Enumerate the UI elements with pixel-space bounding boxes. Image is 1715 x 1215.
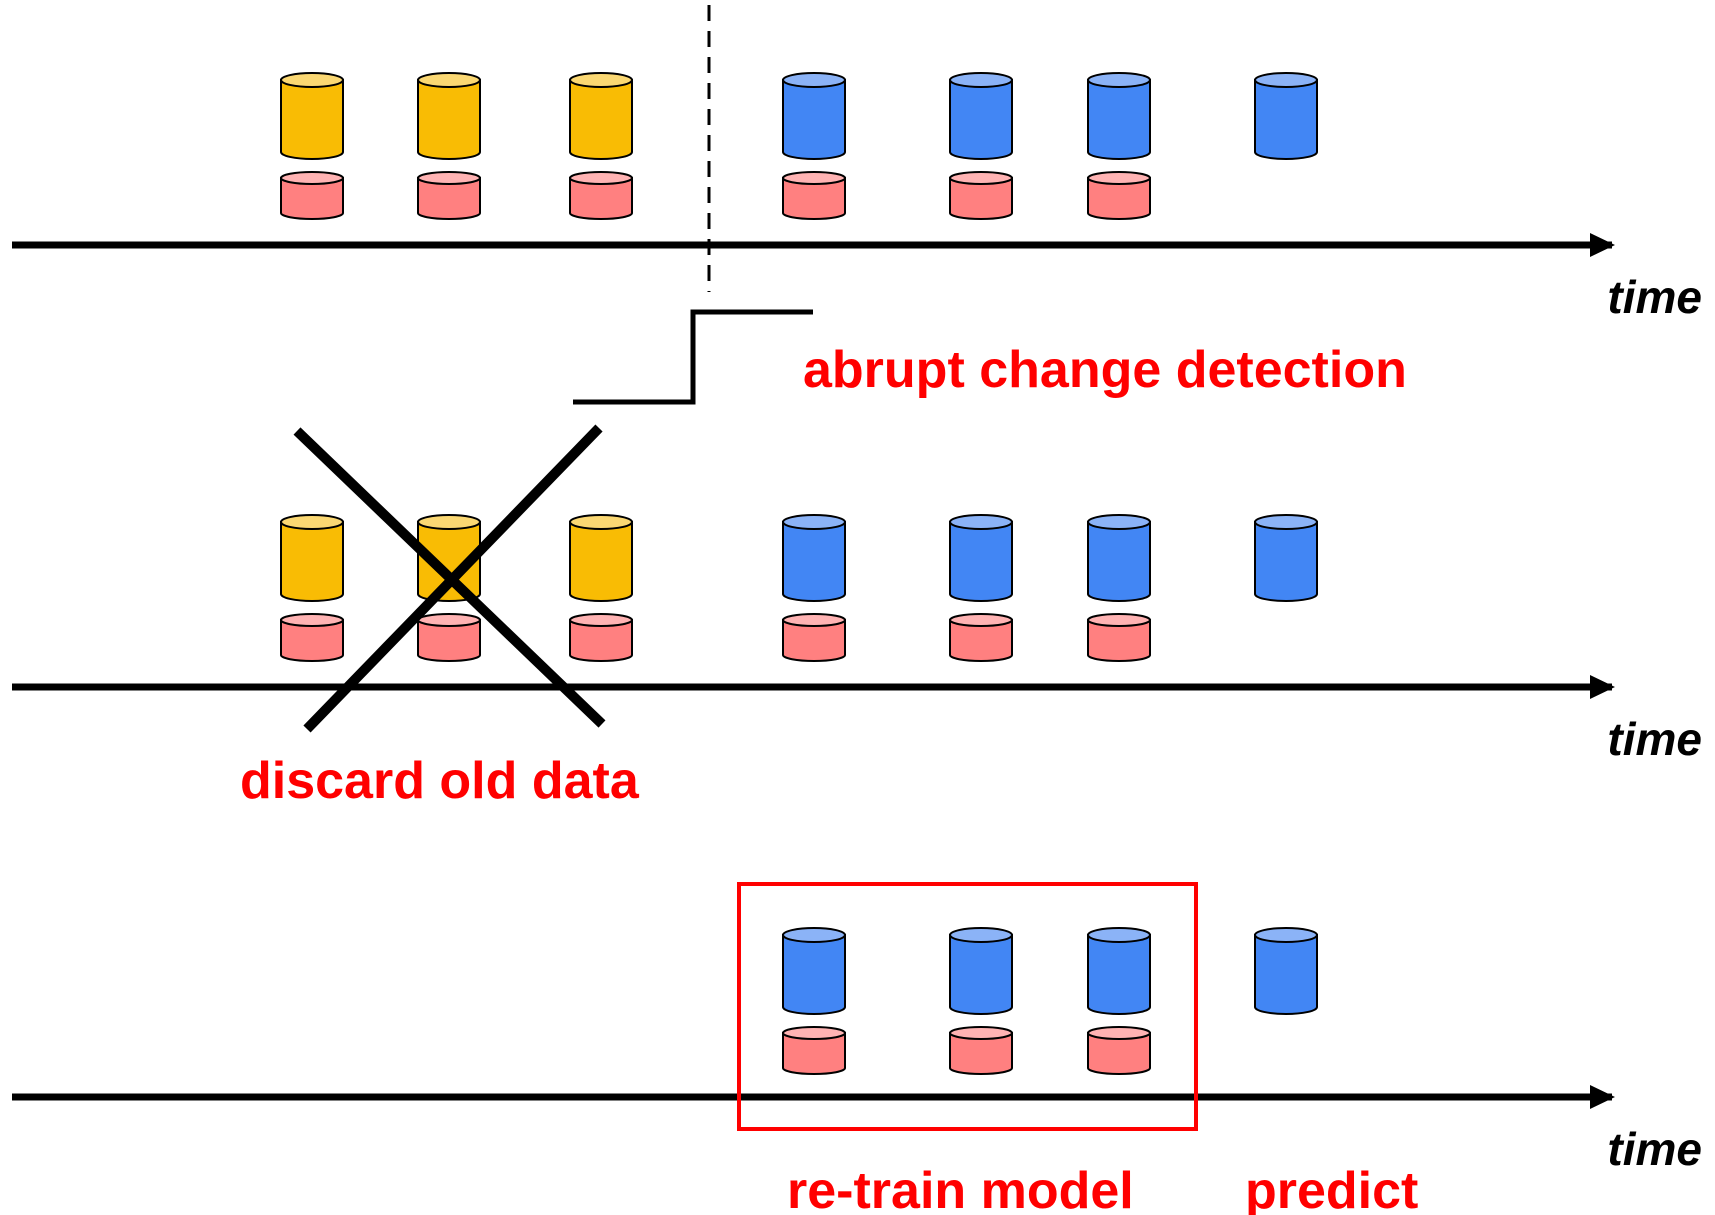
arrowhead-row-2: [1590, 675, 1615, 699]
new-data-cylinder-icon: [782, 72, 846, 160]
new-data-cylinder-icon: [949, 514, 1013, 602]
time-axis-label-row-2: time: [1607, 713, 1702, 765]
step-signal-icon: [573, 309, 813, 405]
arrowhead-row-3: [1590, 1085, 1615, 1109]
label-cylinder-icon: [1087, 613, 1151, 662]
change-detection-label: abrupt change detection: [803, 341, 1407, 399]
label-cylinder-icon: [782, 613, 846, 662]
label-cylinder-icon: [949, 171, 1013, 220]
old-data-cylinder-icon: [280, 514, 344, 602]
label-cylinder-icon: [569, 613, 633, 662]
new-data-cylinder-icon: [1254, 927, 1318, 1015]
new-data-cylinder-icon: [1087, 72, 1151, 160]
new-data-cylinder-icon: [782, 927, 846, 1015]
discard-label: discard old data: [240, 752, 640, 810]
retrain-label: re-train model: [787, 1162, 1134, 1215]
label-cylinder-icon: [280, 171, 344, 220]
new-data-cylinder-icon: [1254, 514, 1318, 602]
timeline-axes: [12, 233, 1615, 1109]
old-data-cylinder-icon: [280, 72, 344, 160]
new-data-cylinder-icon: [1087, 514, 1151, 602]
label-cylinder-icon: [949, 613, 1013, 662]
label-cylinder-icon: [417, 613, 481, 662]
label-cylinder-icon: [1087, 1026, 1151, 1075]
new-data-cylinder-icon: [949, 927, 1013, 1015]
new-data-cylinder-icon: [782, 514, 846, 602]
arrowhead-row-1: [1590, 233, 1615, 257]
label-cylinder-icon: [569, 171, 633, 220]
label-cylinder-icon: [949, 1026, 1013, 1075]
retrain-window-box: [737, 882, 1198, 1131]
new-data-cylinder-icon: [949, 72, 1013, 160]
predict-label: predict: [1245, 1162, 1418, 1215]
label-cylinder-icon: [782, 171, 846, 220]
time-axis-label-row-1: time: [1607, 271, 1702, 323]
data-cylinders: [280, 72, 1318, 1075]
new-data-cylinder-icon: [1254, 72, 1318, 160]
discard-cross-icon: [293, 424, 606, 733]
time-axis-label-row-3: time: [1607, 1123, 1702, 1175]
label-cylinder-icon: [280, 613, 344, 662]
label-cylinder-icon: [1087, 171, 1151, 220]
label-cylinder-icon: [417, 171, 481, 220]
new-data-cylinder-icon: [1087, 927, 1151, 1015]
old-data-cylinder-icon: [417, 514, 481, 602]
label-cylinder-icon: [782, 1026, 846, 1075]
old-data-cylinder-icon: [569, 72, 633, 160]
old-data-cylinder-icon: [417, 72, 481, 160]
old-data-cylinder-icon: [569, 514, 633, 602]
